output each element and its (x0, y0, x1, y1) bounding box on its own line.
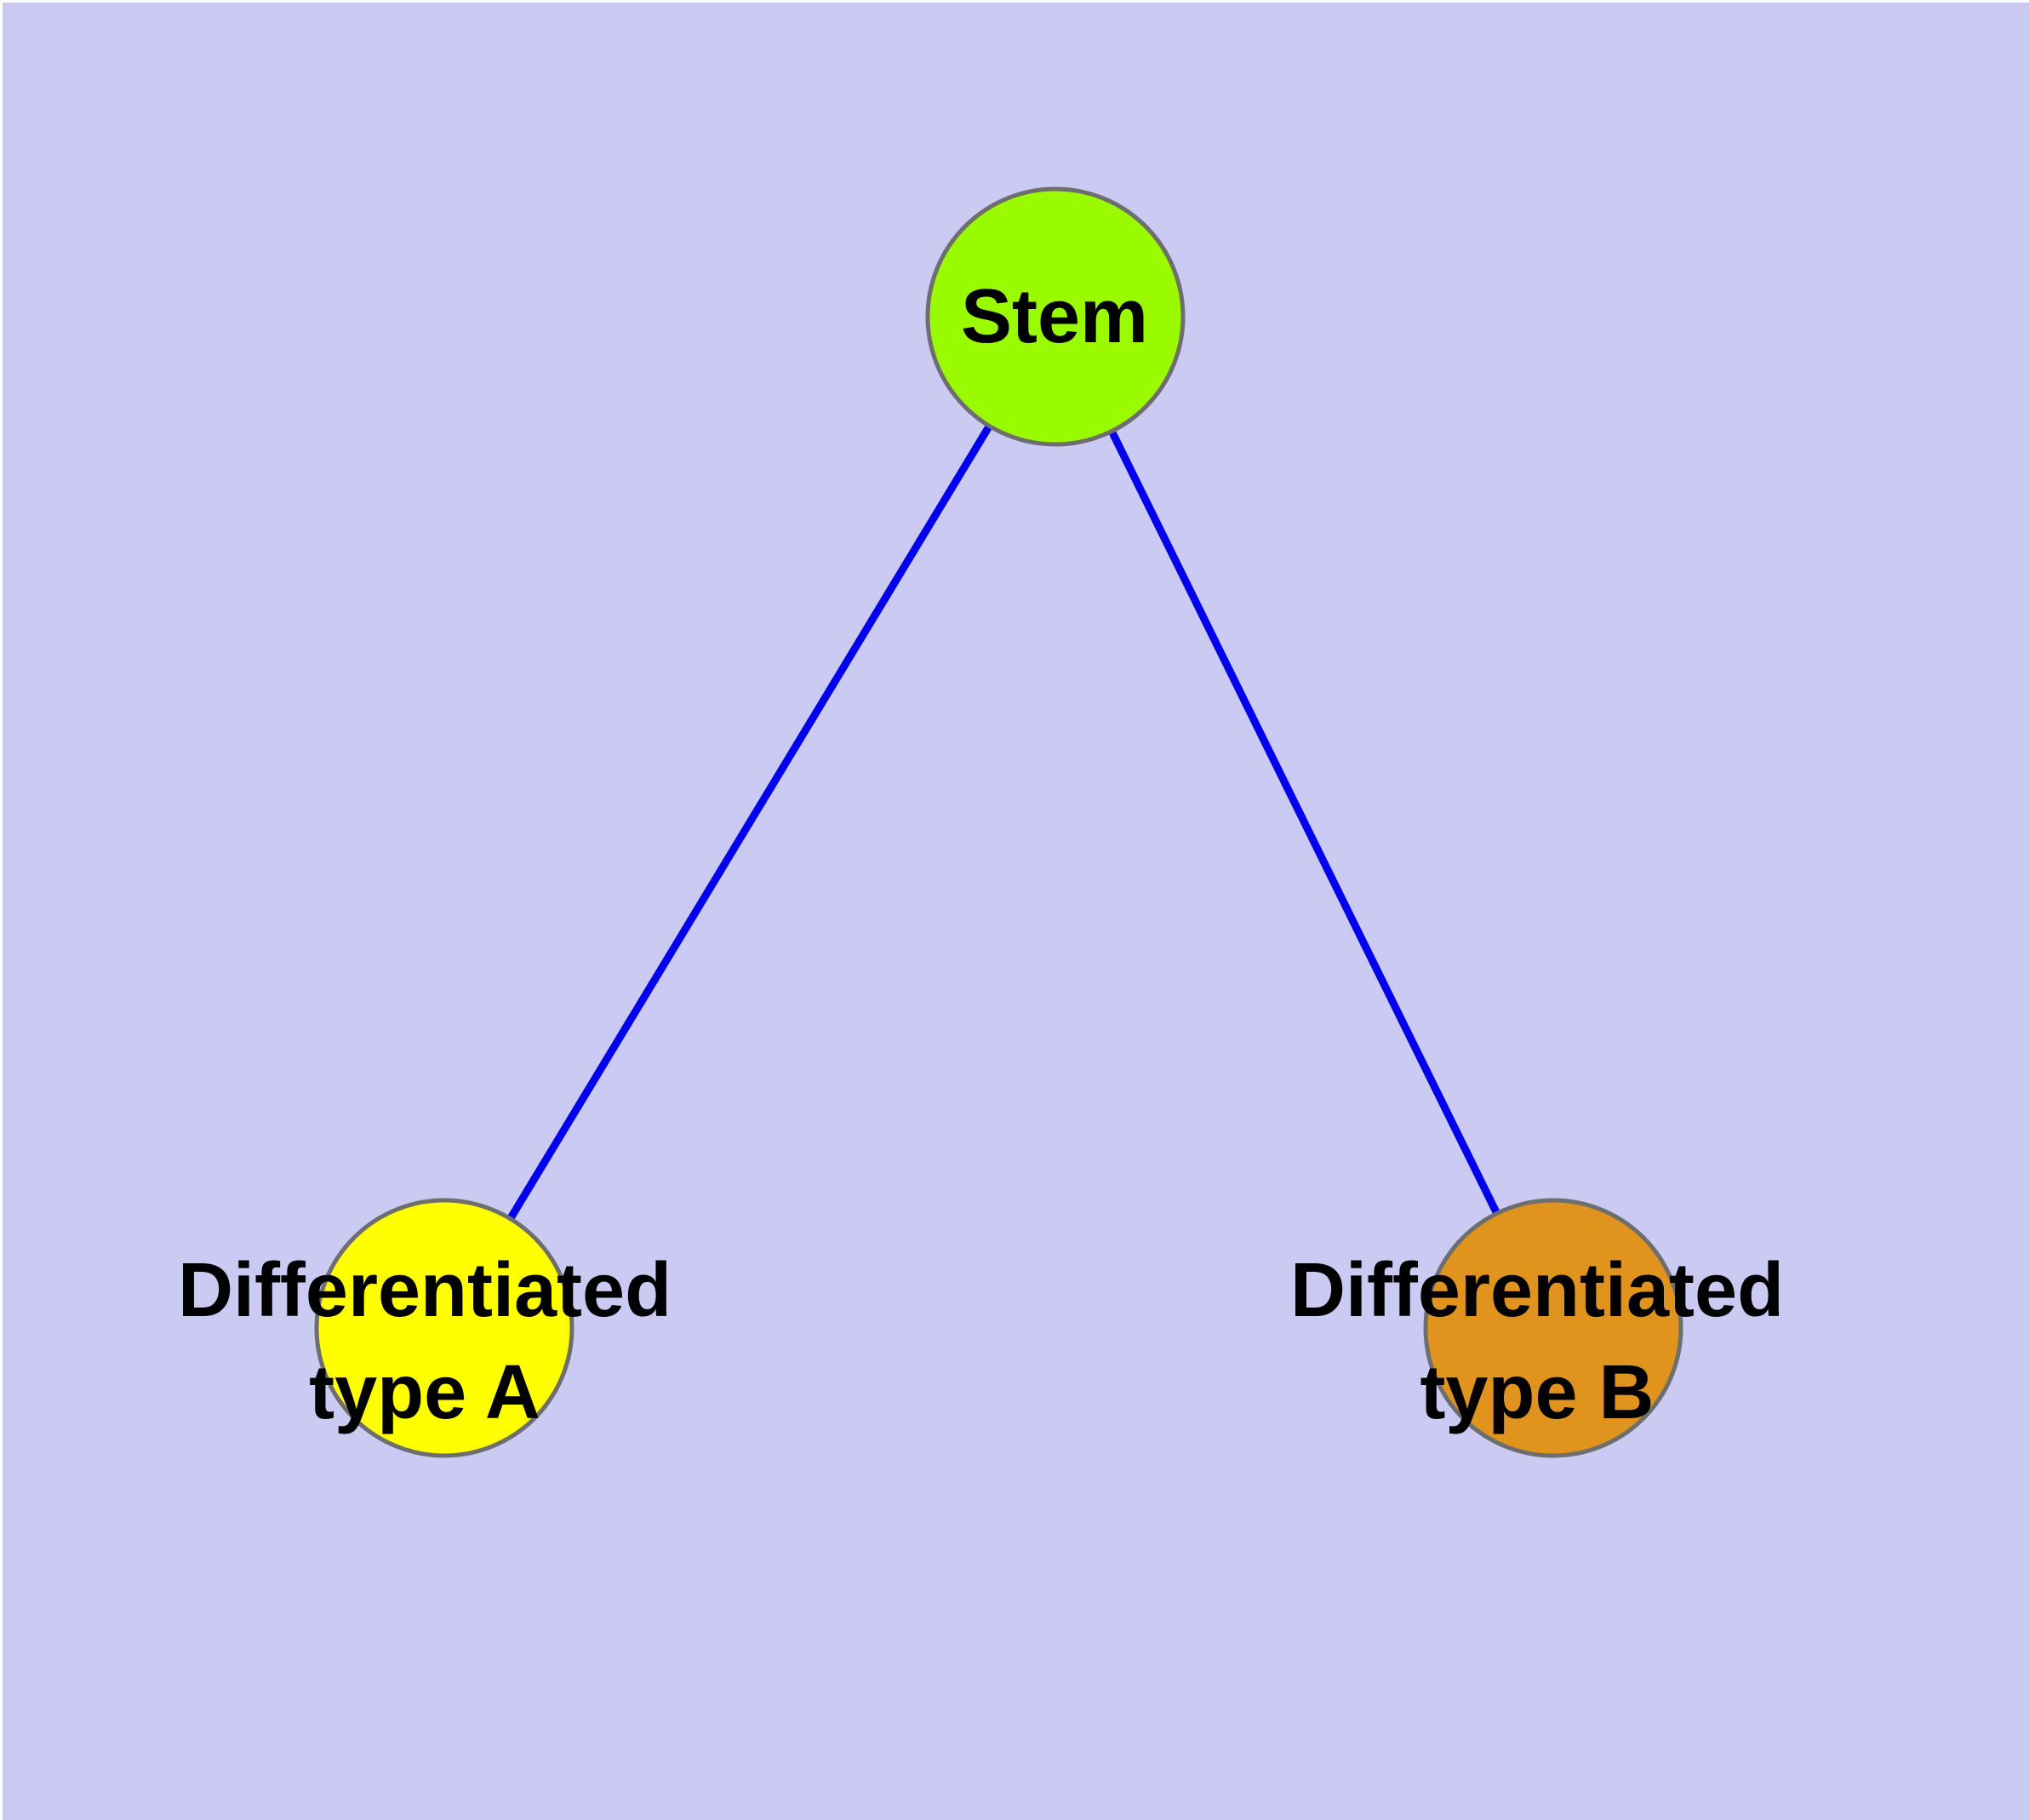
node-type-b-label-line2: type B (1420, 1350, 1655, 1435)
node-type-a-label-line1: Differentiated (177, 1248, 672, 1333)
node-type-a-label: Differentiated type A (178, 1239, 672, 1444)
edge-stem-to-type-b[interactable] (1051, 315, 1557, 1330)
node-type-b-label-line1: Differentiated (1289, 1248, 1785, 1333)
node-type-b-label: Differentiated type B (1290, 1239, 1784, 1444)
node-type-a-label-line2: type A (309, 1350, 540, 1435)
node-stem-label-text: Stem (960, 274, 1149, 359)
edge-stem-to-type-a[interactable] (441, 314, 1059, 1331)
node-stem[interactable] (925, 186, 1186, 447)
node-type-b[interactable] (1423, 1198, 1683, 1458)
node-type-a[interactable] (314, 1198, 574, 1458)
node-stem-label: Stem (961, 266, 1148, 368)
